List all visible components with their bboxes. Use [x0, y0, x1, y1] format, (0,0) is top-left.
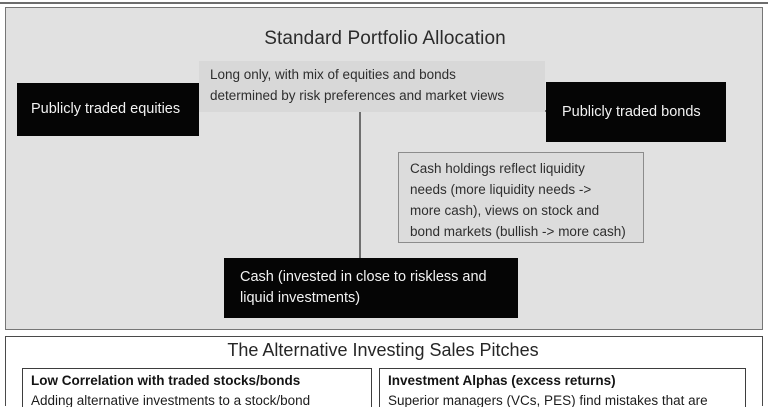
- note-long-only: Long only, with mix of equities and bond…: [199, 61, 545, 112]
- pitch-card-investment-alphas[interactable]: Investment Alphas (excess returns) Super…: [379, 368, 746, 407]
- pitch-card-body: Superior managers (VCs, PES) find mistak…: [388, 392, 708, 407]
- node-bonds-label: Publicly traded bonds: [562, 103, 701, 120]
- note-cash-holdings: Cash holdings reflect liquidity needs (m…: [398, 152, 644, 243]
- page-title: Standard Portfolio Allocation: [264, 28, 506, 49]
- pitch-card-heading: Low Correlation with traded stocks/bonds: [31, 373, 301, 388]
- note-cash-holdings-line-3: more cash), views on stock and: [410, 202, 600, 218]
- note-cash-holdings-line-4: bond markets (bullish -> more cash): [410, 223, 626, 239]
- node-equities-label: Publicly traded equities: [31, 101, 181, 118]
- pitch-card-body: Adding alternative investments to a stoc…: [31, 392, 311, 407]
- pitches-section-title: The Alternative Investing Sales Pitches: [227, 340, 539, 360]
- top-divider-rule: [0, 2, 768, 4]
- connector-vertical-line: [359, 110, 361, 258]
- node-cash-label-line-1: Cash (invested in close to riskless and: [240, 269, 487, 286]
- note-cash-holdings-line-2: needs (more liquidity needs ->: [410, 181, 592, 197]
- node-cash[interactable]: Cash (invested in close to riskless and …: [224, 258, 518, 318]
- note-cash-holdings-line-1: Cash holdings reflect liquidity: [410, 161, 585, 176]
- pitch-card-heading: Investment Alphas (excess returns): [388, 373, 616, 388]
- note-long-only-line-1: Long only, with mix of equities and bond…: [210, 67, 456, 82]
- node-cash-label-line-2: liquid investments): [240, 290, 361, 306]
- alternative-investing-sales-pitches-panel: The Alternative Investing Sales Pitches …: [5, 336, 763, 407]
- standard-portfolio-allocation-panel: Standard Portfolio Allocation Long only,…: [5, 7, 763, 330]
- node-publicly-traded-equities[interactable]: Publicly traded equities: [17, 83, 199, 136]
- note-long-only-line-2: determined by risk preferences and marke…: [210, 87, 505, 103]
- pitch-card-low-correlation[interactable]: Low Correlation with traded stocks/bonds…: [22, 368, 372, 407]
- node-publicly-traded-bonds[interactable]: Publicly traded bonds: [546, 82, 726, 142]
